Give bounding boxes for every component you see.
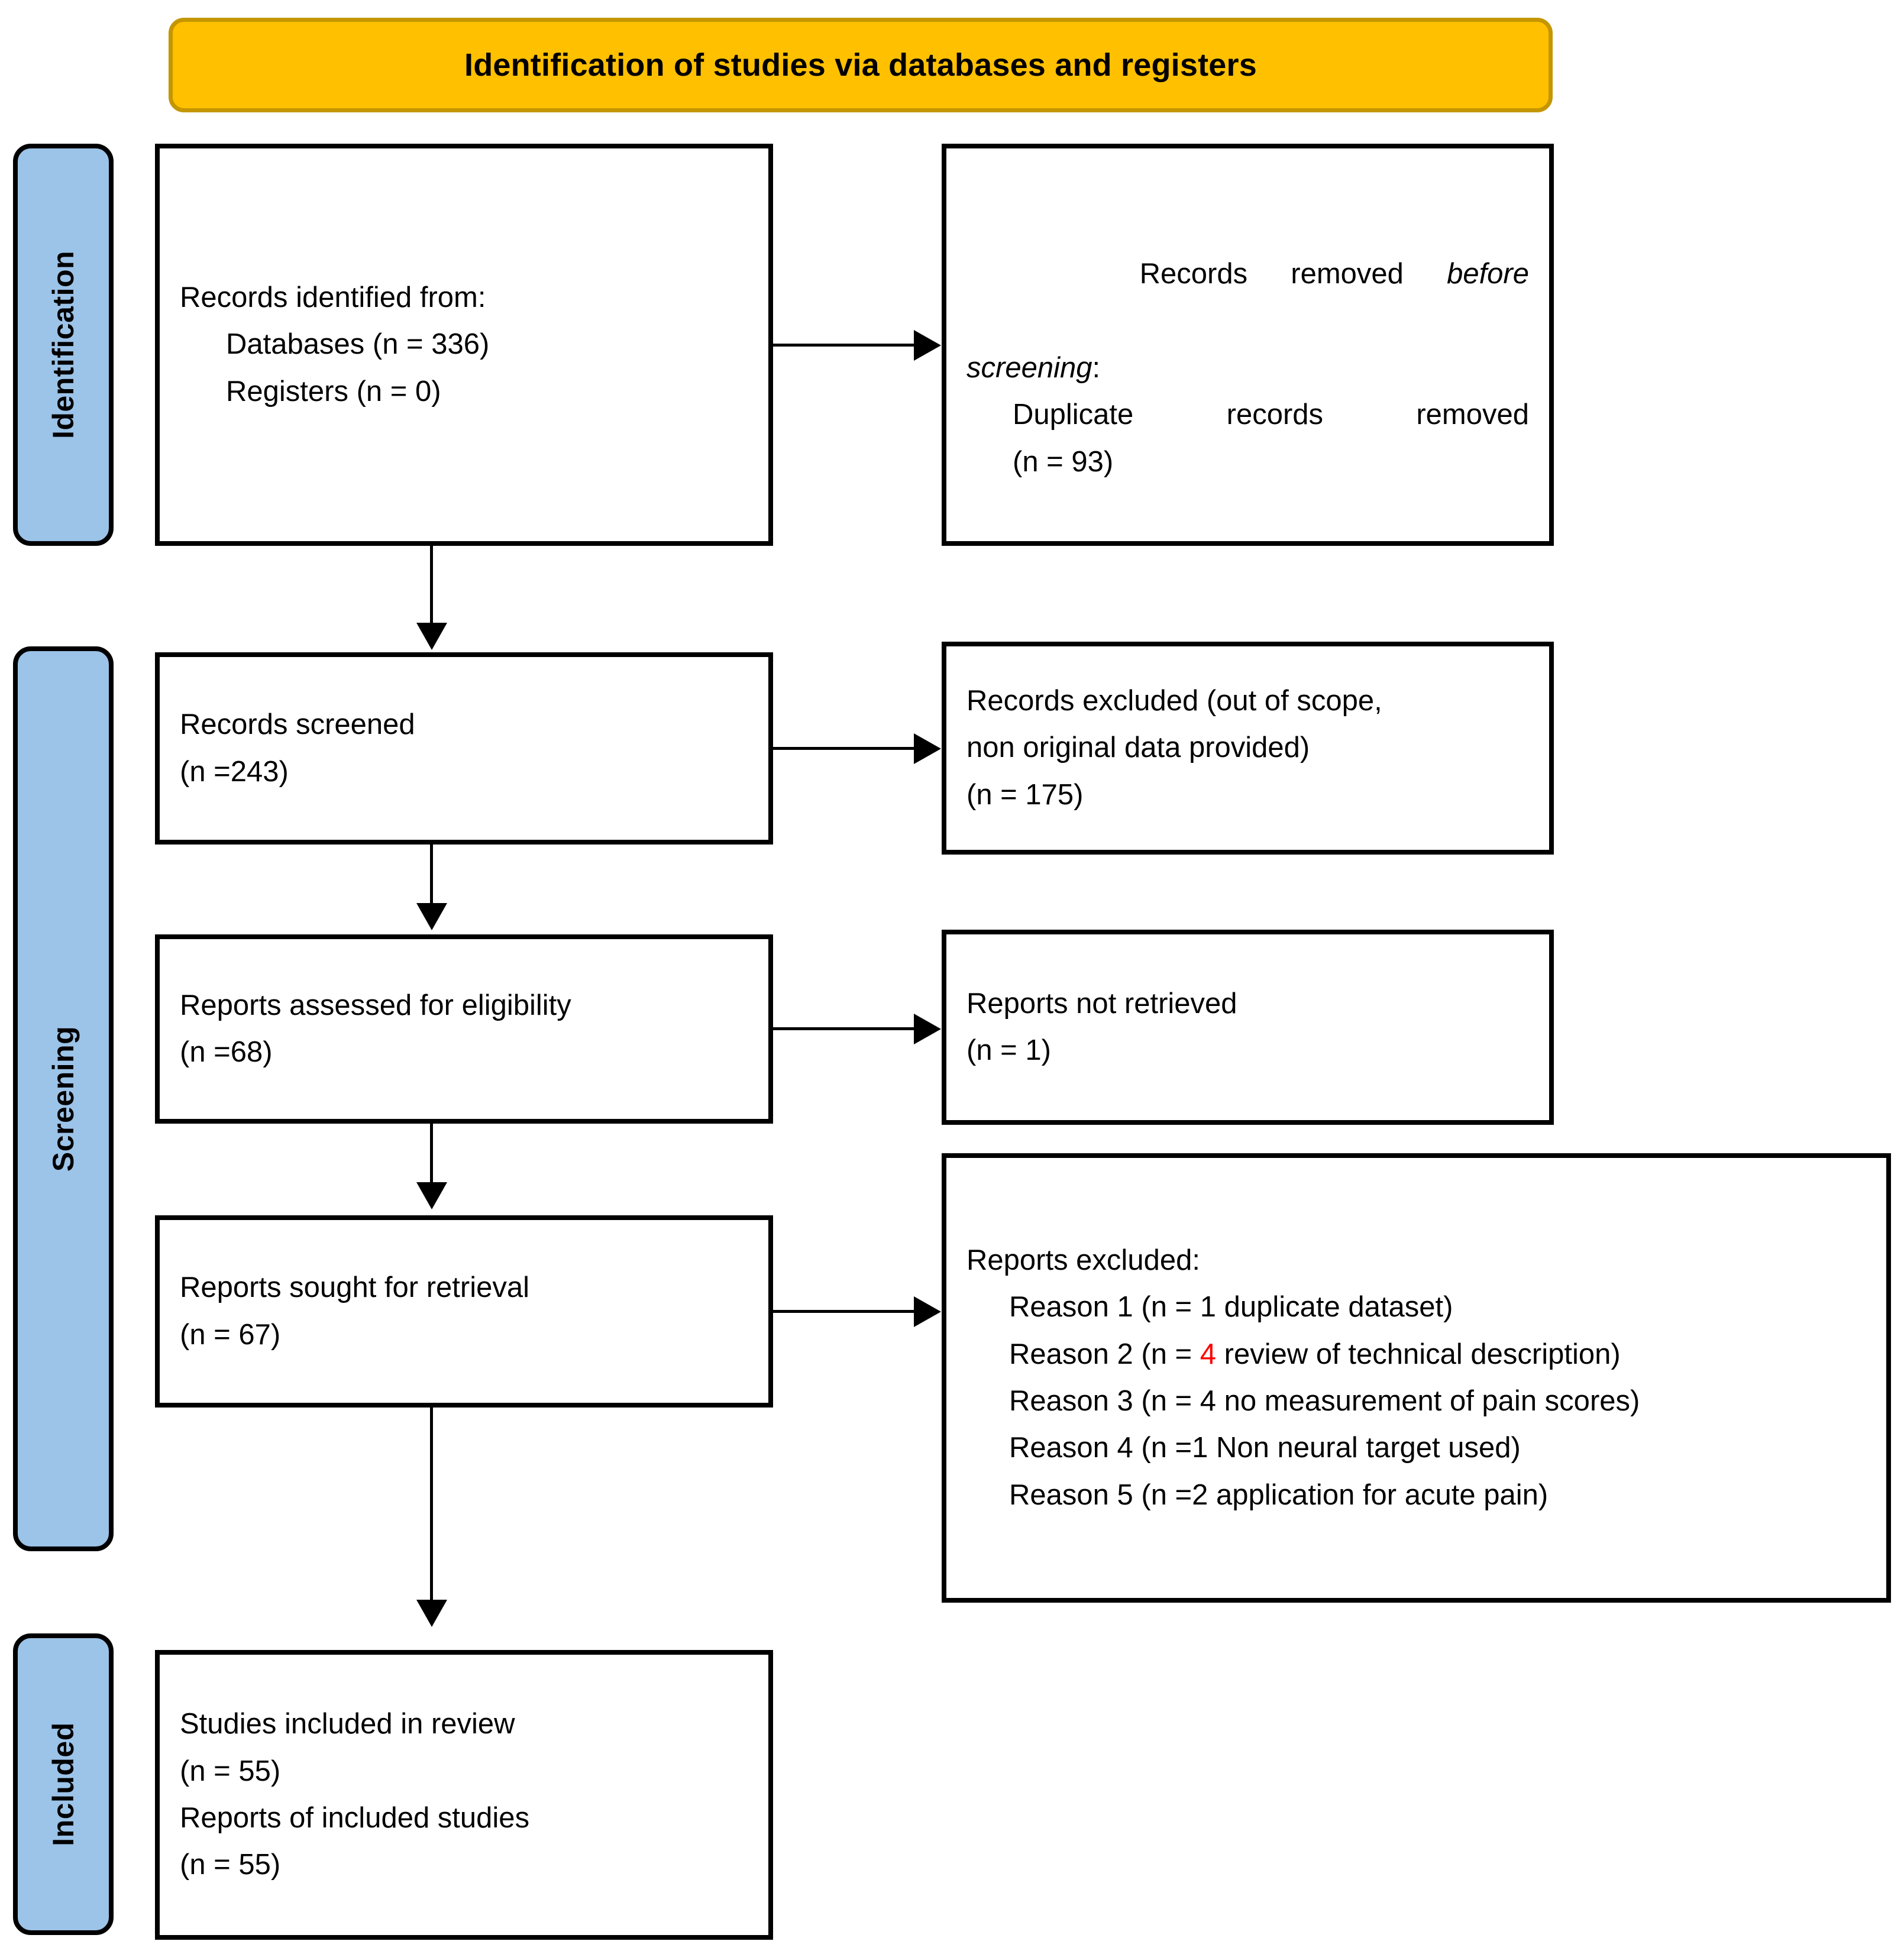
arrowhead-assessed-to-sought [416, 1182, 447, 1209]
studies-included-line2: Reports of included studies [180, 1802, 530, 1834]
connector-sought-to-reports-excluded [773, 1310, 914, 1313]
phase-label-identification: Identification [13, 144, 114, 546]
studies-included-count2: (n = 55) [180, 1849, 281, 1881]
box-reports-not-retrieved: Reports not retrieved (n = 1) [942, 930, 1554, 1125]
reports-assessed-title: Reports assessed for eligibility [180, 989, 571, 1021]
records-removed-title: Records removed before [966, 204, 1529, 345]
reports-sought-count: (n = 67) [180, 1318, 281, 1351]
arrowhead-sought-to-reports-excluded [914, 1296, 941, 1327]
records-screened-title: Records screened [180, 708, 415, 741]
reports-excluded-reason-3: Reason 3 (n = 4 no measurement of pain s… [1009, 1385, 1640, 1417]
box-records-excluded: Records excluded (out of scope, non orig… [942, 642, 1554, 855]
reports-excluded-reason-5: Reason 5 (n =2 application for acute pai… [1009, 1478, 1549, 1511]
arrowhead-identified-to-screened [416, 623, 447, 650]
arrowhead-assessed-to-not-retrieved [914, 1014, 941, 1044]
phase-label-included: Included [13, 1633, 114, 1935]
records-excluded-count: (n = 175) [966, 778, 1084, 811]
phase-label-included-text: Included [47, 1722, 80, 1846]
arrowhead-sought-to-included [416, 1600, 447, 1627]
records-removed-count: (n = 93) [1013, 445, 1114, 478]
records-removed-title-italic: before [1447, 258, 1529, 290]
studies-included-line1: Studies included in review [180, 1708, 515, 1740]
records-excluded-line2: non original data provided) [966, 732, 1310, 764]
records-removed-title-italic2: screening [966, 352, 1092, 384]
box-records-identified: Records identified from: Databases (n = … [155, 144, 773, 546]
connector-assessed-to-not-retrieved [773, 1027, 914, 1030]
records-identified-databases: Databases (n = 336) [226, 328, 490, 361]
records-removed-duplicates: Duplicate records removed [1013, 399, 1529, 431]
connector-identified-to-removed [773, 344, 914, 347]
records-removed-title-suffix: : [1092, 352, 1101, 384]
reports-sought-title: Reports sought for retrieval [180, 1271, 529, 1304]
diagram-title-text: Identification of studies via databases … [464, 47, 1257, 83]
reports-excluded-reason-1: Reason 1 (n = 1 duplicate dataset) [1009, 1291, 1453, 1324]
connector-assessed-to-sought [430, 1124, 433, 1189]
connector-sought-to-included [430, 1408, 433, 1606]
box-records-removed-before-screening: Records removed before screening: Duplic… [942, 144, 1554, 546]
reports-excluded-title: Reports excluded: [966, 1244, 1200, 1276]
phase-label-screening: Screening [13, 646, 114, 1551]
reports-excluded-reason-2: Reason 2 (n = 4 review of technical desc… [966, 1331, 1866, 1378]
connector-screened-to-assessed [430, 845, 433, 910]
records-screened-count: (n =243) [180, 755, 289, 788]
box-reports-assessed: Reports assessed for eligibility (n =68) [155, 934, 773, 1124]
connector-screened-to-excluded [773, 747, 914, 750]
arrowhead-screened-to-assessed [416, 903, 447, 930]
reports-excluded-reason-2-suffix: review of technical description) [1216, 1338, 1621, 1370]
reports-not-retrieved-title: Reports not retrieved [966, 987, 1237, 1020]
arrowhead-identified-to-removed [914, 330, 941, 361]
diagram-title-banner: Identification of studies via databases … [169, 18, 1553, 112]
connector-identified-to-screened [430, 546, 433, 630]
records-removed-title-prefix: Records removed [1139, 258, 1447, 290]
box-studies-included: Studies included in review (n = 55) Repo… [155, 1650, 773, 1940]
box-records-screened: Records screened (n =243) [155, 652, 773, 845]
studies-included-count1: (n = 55) [180, 1755, 281, 1787]
box-reports-sought: Reports sought for retrieval (n = 67) [155, 1215, 773, 1408]
reports-excluded-reason-2-prefix: Reason 2 (n = [1009, 1338, 1200, 1370]
arrowhead-screened-to-excluded [914, 733, 941, 764]
phase-label-screening-text: Screening [47, 1025, 80, 1172]
records-removed-title-line2: screening: [966, 345, 1529, 392]
records-excluded-line1: Records excluded (out of scope, [966, 684, 1382, 717]
reports-excluded-reason-4: Reason 4 (n =1 Non neural target used) [1009, 1432, 1521, 1464]
records-identified-title: Records identified from: [180, 281, 486, 313]
reports-not-retrieved-count: (n = 1) [966, 1034, 1051, 1066]
phase-label-identification-text: Identification [47, 250, 80, 439]
box-reports-excluded: Reports excluded: Reason 1 (n = 1 duplic… [942, 1153, 1891, 1603]
reports-excluded-reason-2-count: 4 [1200, 1338, 1217, 1370]
reports-assessed-count: (n =68) [180, 1036, 273, 1068]
records-identified-registers: Registers (n = 0) [226, 375, 441, 407]
